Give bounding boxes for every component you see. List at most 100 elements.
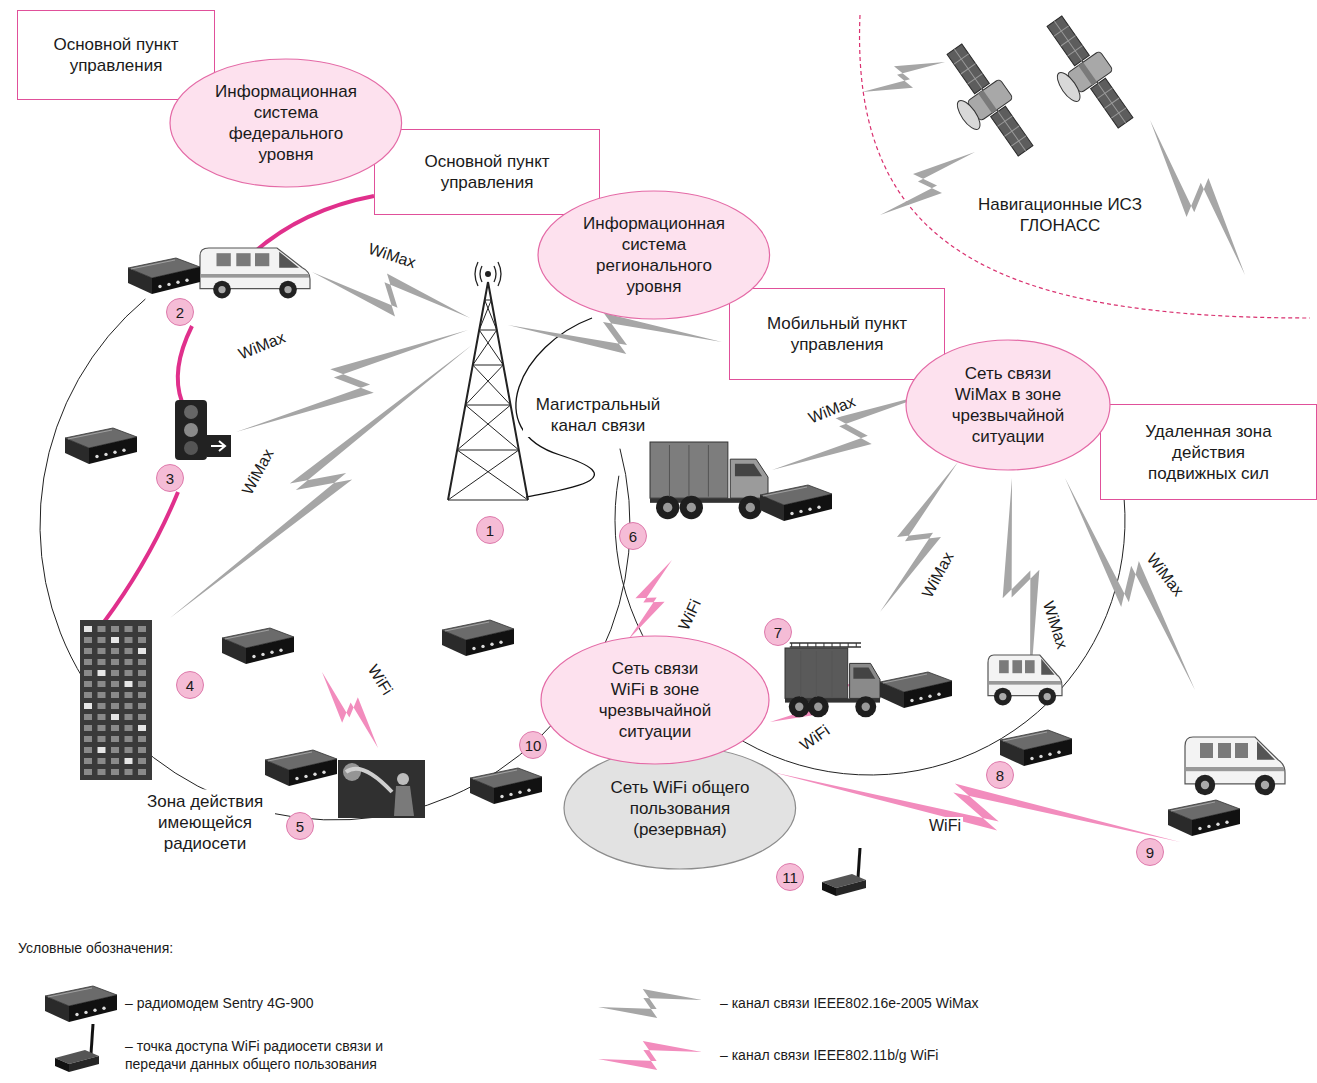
modem-port [185, 279, 188, 282]
area-label: Магистральный канал связи [523, 393, 673, 437]
modem-port [102, 1007, 105, 1010]
modem-port [1048, 753, 1051, 756]
wheel [855, 696, 876, 717]
building-window [84, 659, 92, 665]
wimax-channel [312, 272, 470, 318]
ellipse-outline [170, 59, 402, 187]
panel-cell [1054, 21, 1082, 60]
legend-heading: Условные обозначения: [18, 938, 173, 959]
building-window [98, 648, 106, 654]
building-window [125, 626, 133, 632]
wheel [213, 281, 231, 299]
building-window [111, 637, 119, 643]
wheel-hub [862, 703, 870, 711]
existing-zone-boundary [40, 299, 630, 820]
area-label: Навигационные ИСЗ ГЛОНАСС [970, 193, 1150, 237]
wifi-channel [628, 560, 672, 640]
building-window [138, 736, 146, 742]
building-window [138, 692, 146, 698]
radio-modem [1000, 730, 1072, 766]
wheel-hub [663, 503, 672, 512]
tower-cross [479, 300, 497, 330]
van-body [200, 248, 310, 289]
modem-port [84, 1011, 87, 1014]
ap-antenna [858, 848, 860, 878]
link-label: WiMax [918, 547, 959, 602]
ellipse-outline [538, 191, 770, 319]
modem-side [45, 996, 69, 1022]
wheel-hub [687, 503, 696, 512]
modem-port [176, 281, 179, 284]
ladder-rung [856, 643, 857, 647]
building-window [125, 681, 133, 687]
modem-edge [68, 430, 112, 439]
building-window [125, 659, 133, 665]
building-window [138, 681, 146, 687]
node-text: Основной пункт управления [405, 151, 570, 193]
satellite-band [978, 90, 997, 113]
building-window [138, 703, 146, 709]
radio-modem [128, 258, 200, 294]
solar-panel [1047, 16, 1089, 66]
solar-panel [1091, 78, 1133, 128]
building-window [111, 692, 119, 698]
ellipse-shape [537, 190, 771, 320]
water-jet [346, 769, 392, 792]
building-window [125, 736, 133, 742]
modem-side [880, 682, 904, 708]
firefighter-photo [338, 760, 425, 818]
modem-side [222, 638, 246, 664]
modem-port [158, 285, 161, 288]
tower-brace [473, 365, 503, 366]
modem-edge [445, 622, 489, 631]
ladder-rung [791, 643, 792, 647]
van-window [1235, 743, 1248, 758]
building-window [125, 648, 133, 654]
wheel [739, 496, 762, 519]
modem-port [252, 655, 255, 658]
building-window [125, 769, 133, 775]
access-point [822, 848, 866, 896]
modem-front [152, 267, 200, 294]
solar-panel [947, 44, 989, 94]
wheel-hub [999, 693, 1006, 700]
antenna-waves [475, 262, 501, 286]
building-window [125, 670, 133, 676]
modem-port [1057, 751, 1060, 754]
backup-network-ellipse: Сеть WiFi общего пользования (резервная) [563, 746, 797, 870]
modem-port [295, 777, 298, 780]
panel-cell [954, 49, 982, 88]
ellipse-shape [540, 635, 770, 765]
tower-cross [465, 365, 510, 405]
satellite-channel [1150, 120, 1245, 275]
modem-port [113, 451, 116, 454]
building-window [98, 670, 106, 676]
modem-front [89, 437, 137, 464]
callout-number: 5 [286, 812, 314, 840]
lamp [184, 441, 198, 455]
link-label: WiFi [927, 817, 963, 835]
modem-port [919, 697, 922, 700]
building-window [98, 659, 106, 665]
van-window [255, 253, 269, 266]
modem-front [904, 681, 952, 708]
wheel [789, 696, 810, 717]
van-stripe [1186, 767, 1284, 771]
building-window [98, 692, 106, 698]
callout-number: 2 [166, 298, 194, 326]
building-window [138, 725, 146, 731]
tower-brace [457, 450, 519, 451]
tower-brace [448, 500, 528, 501]
modem-front [784, 494, 832, 521]
building-window [111, 670, 119, 676]
photo-ground [338, 760, 425, 818]
ambulance-van [1185, 737, 1285, 795]
network-ellipse: Сеть связи WiFi в зоне чрезвычайной ситу… [540, 635, 770, 765]
system-ellipse: Информационная система регионального уро… [537, 190, 771, 320]
building-window [84, 758, 92, 764]
modem-edge [1003, 732, 1047, 741]
command-truck [650, 442, 768, 519]
wifi-channel [322, 672, 378, 748]
wheel [808, 696, 829, 717]
ellipse-outline [564, 747, 796, 869]
